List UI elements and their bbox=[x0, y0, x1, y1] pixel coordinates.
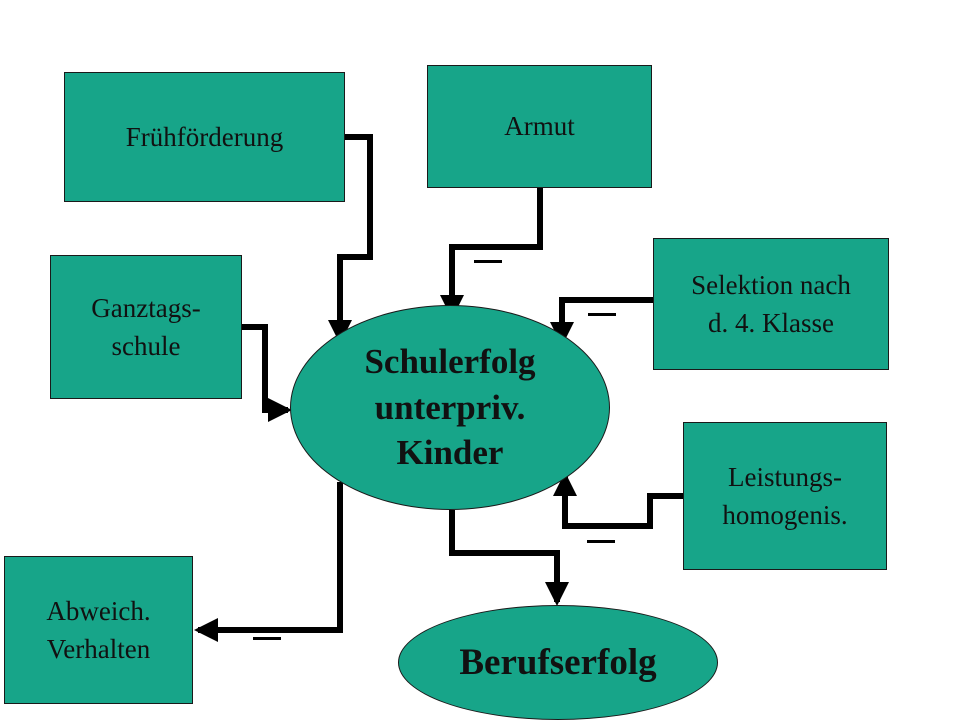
arrow-armut-to-schulerfolg bbox=[440, 188, 543, 319]
node-fruehfoerderung: Frühförderung bbox=[64, 72, 345, 202]
node-berufserfolg: Berufserfolg bbox=[398, 605, 718, 720]
node-selektion-line2: d. 4. Klasse bbox=[708, 308, 834, 338]
arrow-schulerfolg-to-berufserfolg bbox=[449, 510, 569, 606]
node-fruehfoerderung-label: Frühförderung bbox=[125, 121, 284, 152]
node-abweichverhalten-line2: Verhalten bbox=[46, 634, 151, 664]
node-armut: Armut bbox=[427, 65, 652, 188]
node-armut-label: Armut bbox=[504, 111, 575, 142]
arrow-selektion-to-schulerfolg bbox=[550, 297, 653, 346]
arrow-fruehfoerderung-to-schulerfolg bbox=[328, 134, 373, 344]
node-leistungshomogenis-line2: homogenis. bbox=[722, 500, 848, 530]
node-ganztagsschule-line2: schule bbox=[111, 331, 181, 361]
node-ganztagsschule-line1: Ganztags- bbox=[91, 292, 201, 323]
node-berufserfolg-label: Berufserfolg bbox=[459, 642, 657, 683]
arrow-ganztagsschule-to-schulerfolg bbox=[242, 324, 292, 422]
node-leistungshomogenis: Leistungs- homogenis. bbox=[683, 422, 887, 570]
node-abweichverhalten: Abweich. Verhalten bbox=[4, 556, 193, 704]
negative-sign-abweichverhalten bbox=[253, 637, 281, 640]
arrow-schulerfolg-to-abweichverhalten bbox=[194, 482, 343, 642]
negative-sign-selektion bbox=[588, 313, 616, 316]
node-schulerfolg: Schulerfolg unterpriv. Kinder bbox=[290, 305, 610, 510]
negative-sign-armut bbox=[474, 260, 502, 263]
node-schulerfolg-line2: unterpriv. bbox=[374, 387, 526, 427]
node-ganztagsschule: Ganztags- schule bbox=[50, 255, 242, 399]
node-selektion: Selektion nach d. 4. Klasse bbox=[653, 238, 889, 370]
negative-sign-leistungshomogenis bbox=[587, 540, 615, 543]
node-leistungshomogenis-line1: Leistungs- bbox=[728, 461, 842, 492]
node-schulerfolg-line1: Schulerfolg bbox=[364, 342, 536, 382]
node-selektion-line1: Selektion nach bbox=[691, 269, 851, 300]
node-schulerfolg-line3: Kinder bbox=[396, 433, 504, 473]
node-abweichverhalten-line1: Abweich. bbox=[46, 595, 151, 626]
arrow-leistungshomogenis-to-schulerfolg bbox=[553, 472, 683, 529]
